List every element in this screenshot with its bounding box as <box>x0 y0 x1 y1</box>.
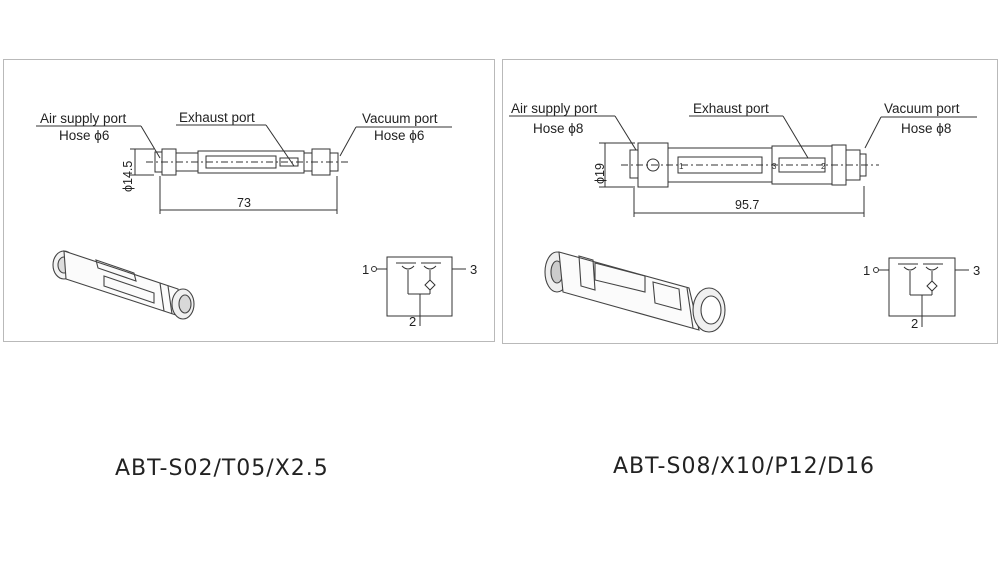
inner-port-1: 1 <box>679 162 684 171</box>
right-model-name: ABT-S08/X10/P12/D16 <box>613 454 875 479</box>
air-hose-label: Hose ϕ6 <box>59 128 109 143</box>
vacuum-hose-label: Hose ϕ6 <box>374 128 424 143</box>
right-drawing-panel: Air supply port Hose ϕ8 Exhaust port Vac… <box>502 59 998 344</box>
exhaust-port-label: Exhaust port <box>179 110 255 125</box>
length-dimension: 95.7 <box>735 198 759 212</box>
right-drawing: Air supply port Hose ϕ8 Exhaust port Vac… <box>509 101 980 333</box>
diameter-dimension: ϕ14.5 <box>121 161 135 192</box>
port-2-label: 2 <box>409 314 416 329</box>
right-ejector-3d-view <box>544 251 726 333</box>
air-supply-port-label: Air supply port <box>40 111 127 126</box>
right-ejector-side-view <box>599 142 879 217</box>
vacuum-hose-label: Hose ϕ8 <box>901 121 951 136</box>
vacuum-port-label: Vacuum port <box>884 101 960 116</box>
port-2-label: 2 <box>911 316 918 331</box>
port-3-label: 3 <box>973 263 980 278</box>
left-ejector-3d-view <box>52 250 195 320</box>
right-pneumatic-symbol <box>873 257 969 327</box>
left-ejector-side-view <box>130 148 350 214</box>
inner-port-3: 3 <box>772 162 777 171</box>
vacuum-port-label: Vacuum port <box>362 111 438 126</box>
left-drawing: Air supply port Hose ϕ6 Exhaust port Vac… <box>36 110 477 329</box>
air-supply-port-label: Air supply port <box>511 101 598 116</box>
left-model-name: ABT-S02/T05/X2.5 <box>115 456 329 481</box>
port-1-label: 1 <box>863 263 870 278</box>
inner-port-2: 2 <box>821 162 826 171</box>
port-1-label: 1 <box>362 262 369 277</box>
exhaust-port-label: Exhaust port <box>693 101 769 116</box>
diameter-dimension: ϕ19 <box>593 163 607 184</box>
air-hose-label: Hose ϕ8 <box>533 121 583 136</box>
left-pneumatic-symbol <box>371 256 466 326</box>
left-drawing-panel: Air supply port Hose ϕ6 Exhaust port Vac… <box>3 59 495 342</box>
length-dimension: 73 <box>237 196 251 210</box>
port-3-label: 3 <box>470 262 477 277</box>
